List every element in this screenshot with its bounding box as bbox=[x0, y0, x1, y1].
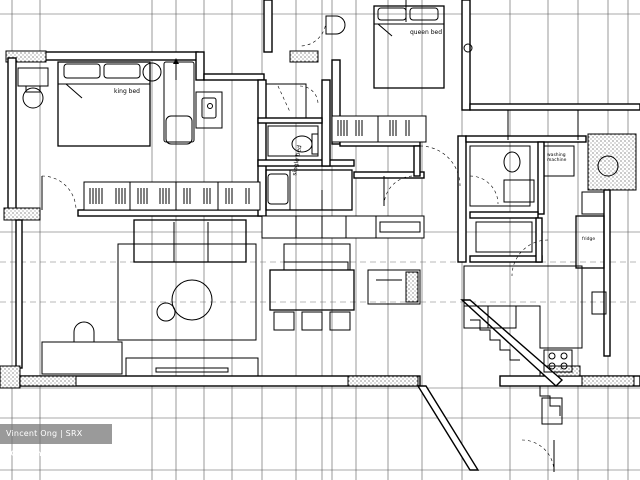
common-bathroom bbox=[469, 145, 619, 253]
king-bed-label: king bed bbox=[114, 88, 140, 95]
second-bedroom bbox=[299, 5, 473, 143]
wardrobe-hangers bbox=[89, 188, 250, 204]
fridge-label: fridge bbox=[582, 236, 595, 242]
kitchen bbox=[419, 145, 607, 373]
watermark-banner: Vincent Ong | SRX PROPERTY bbox=[0, 424, 112, 458]
stairs-entry bbox=[470, 319, 563, 473]
dimension-markers bbox=[173, 0, 579, 210]
master-bedroom bbox=[17, 61, 261, 211]
living-room bbox=[41, 219, 259, 377]
master-bathroom bbox=[265, 83, 319, 157]
dining-area bbox=[269, 243, 421, 331]
queen-bed-label: queen bed bbox=[410, 29, 442, 36]
third-bedroom bbox=[261, 169, 425, 239]
